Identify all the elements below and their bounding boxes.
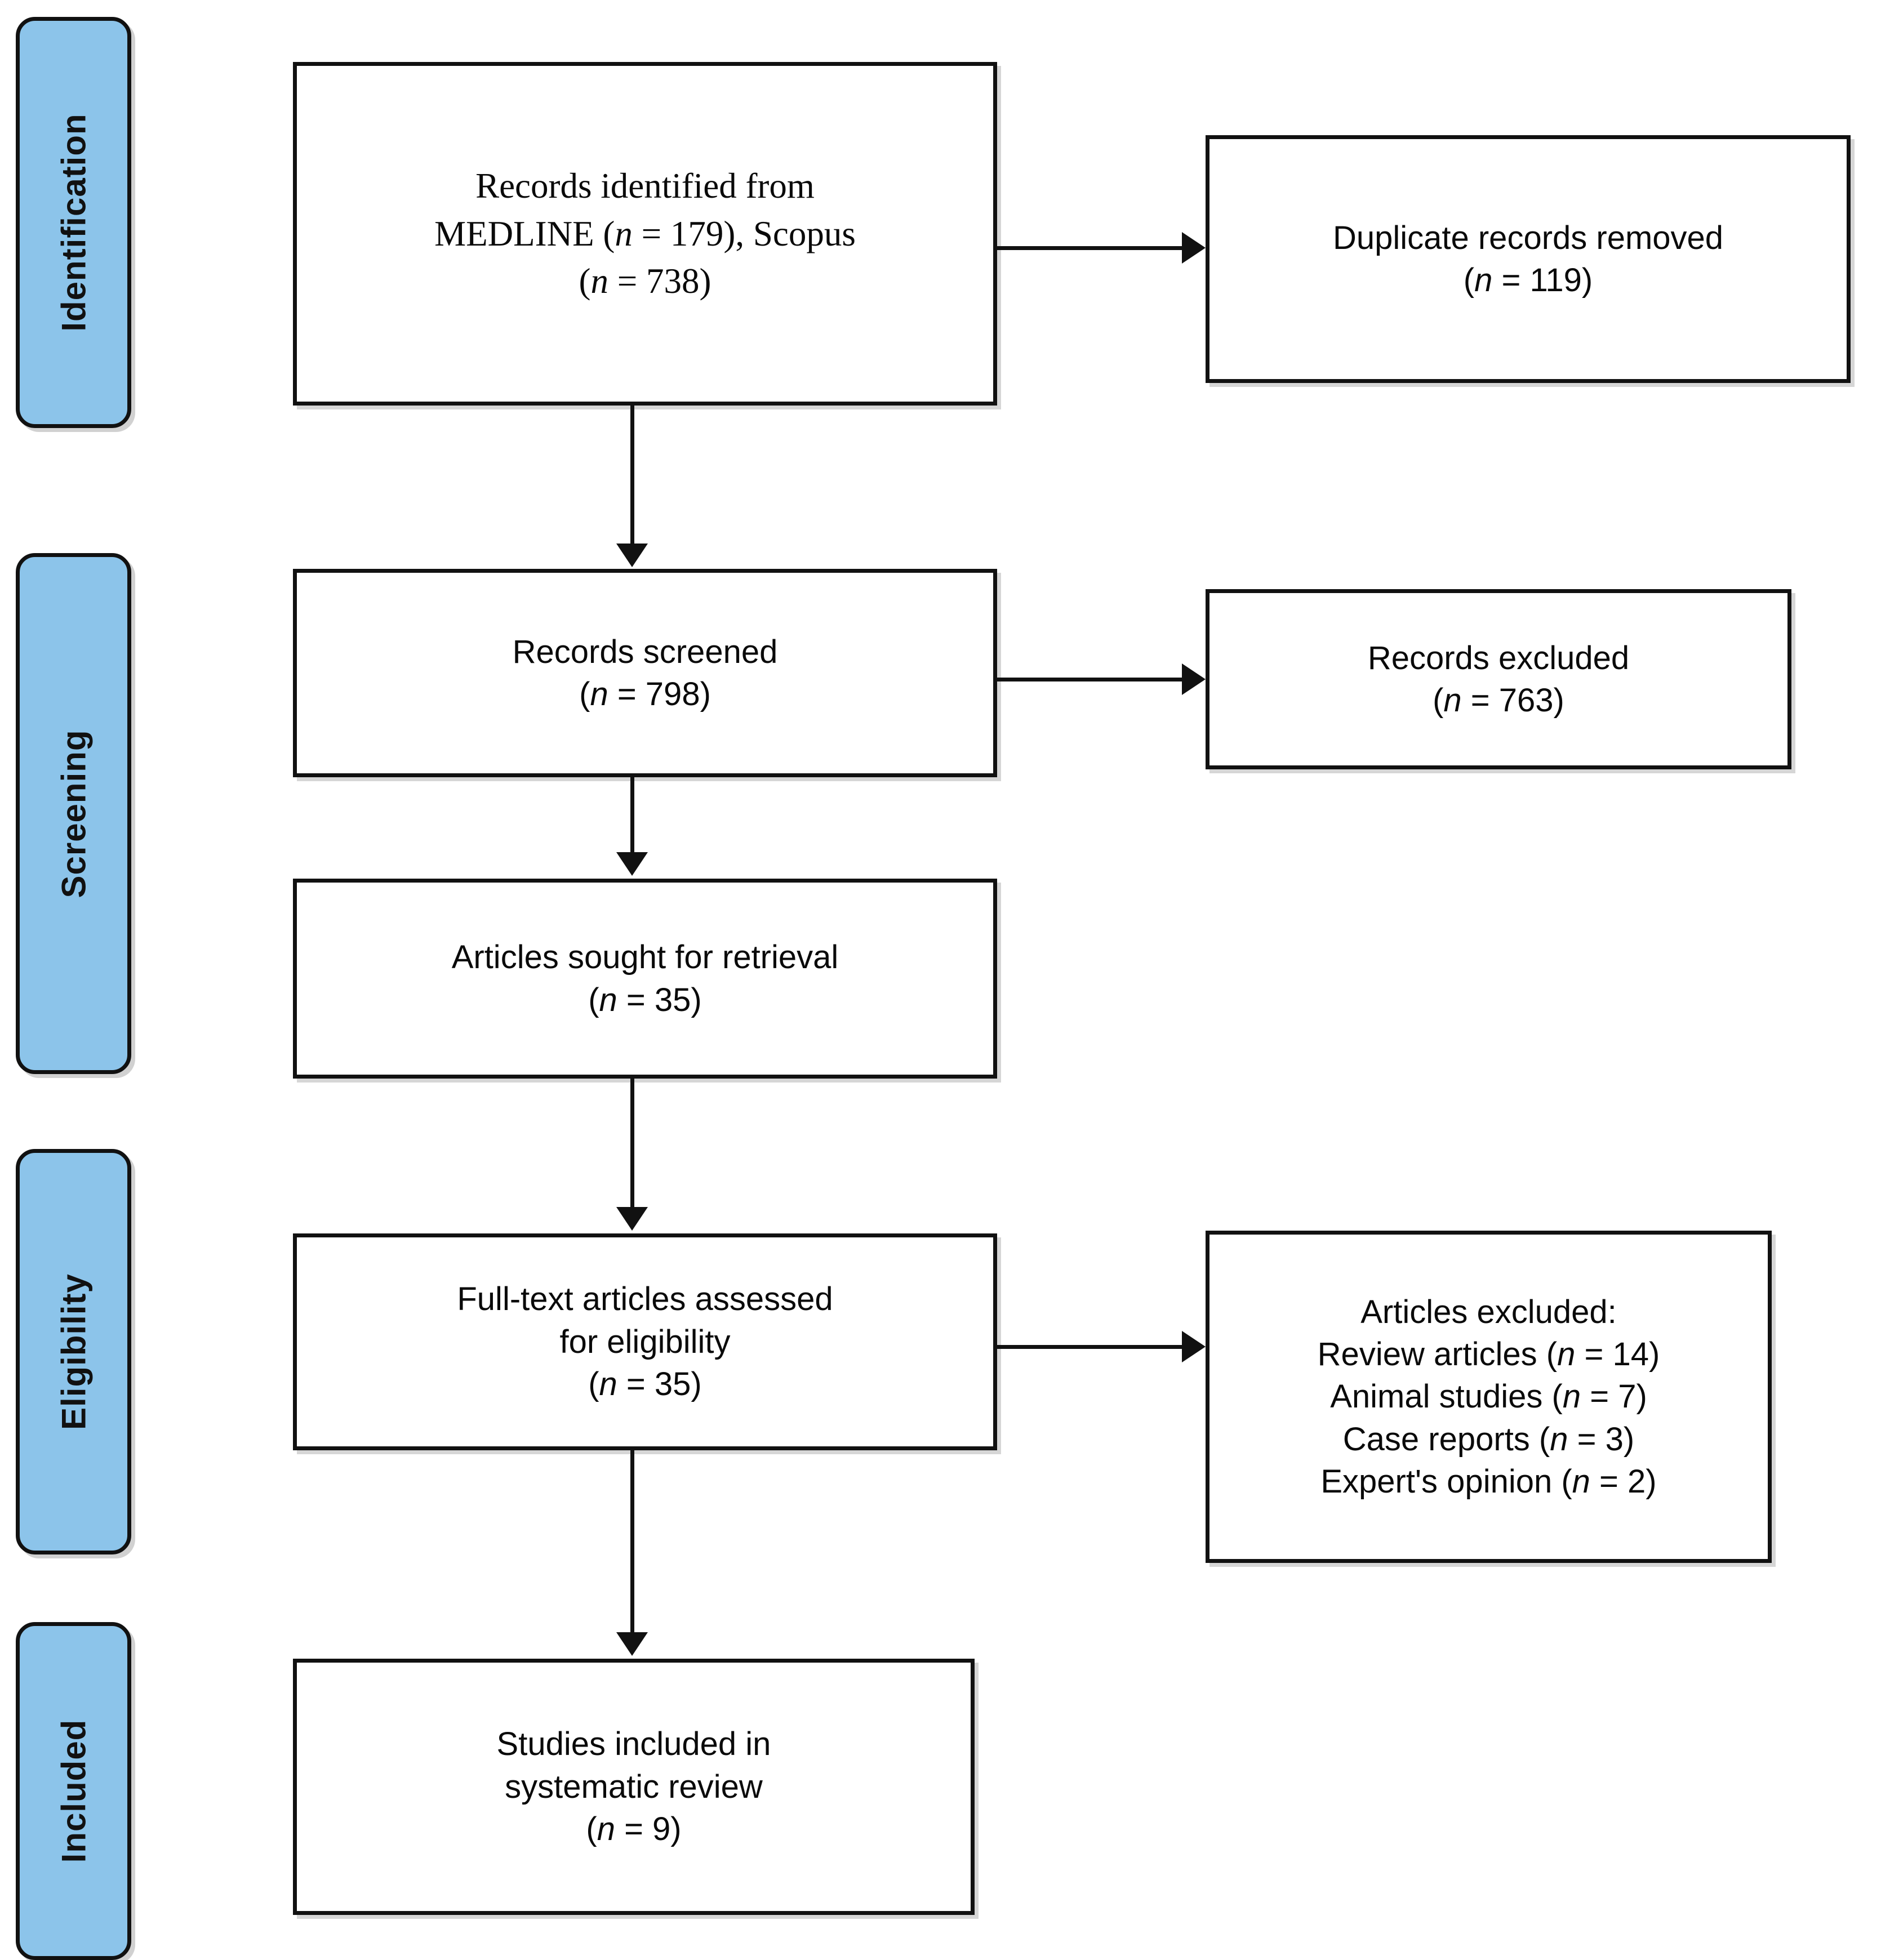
box-records-identified-text: Records identified from MEDLINE (n = 179… bbox=[434, 166, 856, 301]
connector-fulltext-to-articles-excluded bbox=[997, 1345, 1186, 1349]
connector-identified-to-screened bbox=[630, 406, 634, 546]
box-studies-included: Studies included in systematic review (n… bbox=[293, 1659, 975, 1915]
connector-identified-to-duplicates bbox=[997, 246, 1186, 250]
stage-label-eligibility-text: Eligibility bbox=[55, 1273, 92, 1430]
arrowhead-fulltext-to-articles-excluded bbox=[1182, 1331, 1206, 1362]
box-fulltext-assessed-text: Full-text articles assessed for eligibil… bbox=[457, 1281, 833, 1403]
stage-label-included: Included bbox=[16, 1622, 131, 1960]
box-duplicate-records-removed-text: Duplicate records removed (n = 119) bbox=[1332, 219, 1724, 299]
box-records-excluded: Records excluded (n = 763) bbox=[1206, 589, 1791, 769]
box-articles-sought-text: Articles sought for retrieval (n = 35) bbox=[451, 939, 839, 1018]
stage-label-identification: Identification bbox=[16, 17, 131, 428]
arrowhead-sought-to-fulltext bbox=[616, 1207, 648, 1231]
connector-fulltext-to-included bbox=[630, 1450, 634, 1633]
arrowhead-screened-to-sought bbox=[616, 852, 648, 876]
stage-label-identification-text: Identification bbox=[55, 113, 92, 332]
connector-screened-to-sought bbox=[630, 777, 634, 853]
stage-label-included-text: Included bbox=[55, 1719, 92, 1863]
connector-screened-to-excluded bbox=[997, 678, 1186, 681]
box-records-identified: Records identified from MEDLINE (n = 179… bbox=[293, 62, 997, 406]
arrowhead-identified-to-duplicates bbox=[1182, 232, 1206, 264]
box-records-screened-text: Records screened (n = 798) bbox=[512, 633, 778, 712]
stage-label-screening-text: Screening bbox=[55, 729, 92, 898]
box-records-screened: Records screened (n = 798) bbox=[293, 569, 997, 777]
box-articles-excluded-text: Articles excluded: Review articles (n = … bbox=[1317, 1293, 1660, 1500]
stage-label-screening: Screening bbox=[16, 553, 131, 1074]
box-articles-sought: Articles sought for retrieval (n = 35) bbox=[293, 879, 997, 1079]
box-records-excluded-text: Records excluded (n = 763) bbox=[1367, 639, 1630, 719]
box-articles-excluded: Articles excluded: Review articles (n = … bbox=[1206, 1231, 1772, 1563]
box-studies-included-text: Studies included in systematic review (n… bbox=[496, 1726, 771, 1848]
connector-sought-to-fulltext bbox=[630, 1079, 634, 1208]
arrowhead-fulltext-to-included bbox=[616, 1632, 648, 1656]
box-fulltext-assessed: Full-text articles assessed for eligibil… bbox=[293, 1233, 997, 1450]
arrowhead-identified-to-screened bbox=[616, 544, 648, 567]
arrowhead-screened-to-excluded bbox=[1182, 663, 1206, 695]
stage-label-eligibility: Eligibility bbox=[16, 1149, 131, 1554]
box-duplicate-records-removed: Duplicate records removed (n = 119) bbox=[1206, 135, 1851, 383]
